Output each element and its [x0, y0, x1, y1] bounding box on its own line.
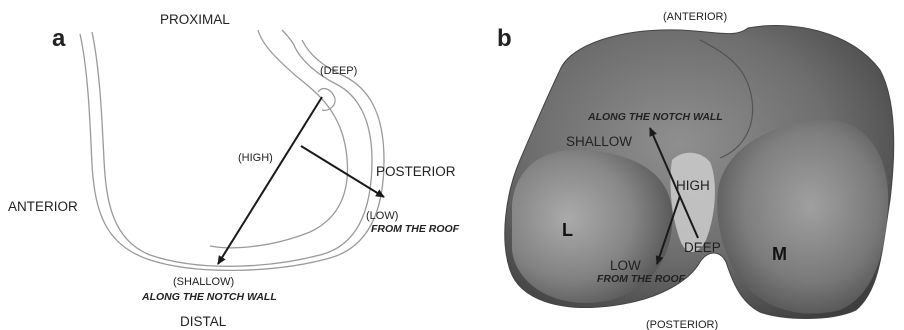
- panel-a: a PROXIMAL DISTAL ANTERIOR POSTERIOR (DE…: [8, 12, 460, 329]
- arrow-along-notch-wall: [218, 97, 322, 264]
- label-high: (HIGH): [238, 152, 273, 164]
- label-anterior-b: (ANTERIOR): [663, 11, 727, 23]
- label-lateral-condyle: L: [562, 220, 573, 240]
- label-proximal: PROXIMAL: [160, 12, 230, 27]
- panel-b-letter: b: [497, 25, 512, 52]
- label-along-notch-wall: ALONG THE NOTCH WALL: [141, 291, 277, 303]
- label-along-notch-wall-b: ALONG THE NOTCH WALL: [587, 111, 723, 123]
- label-low-b: LOW: [610, 258, 641, 273]
- label-posterior: POSTERIOR: [376, 164, 456, 179]
- label-from-roof: FROM THE ROOF: [371, 223, 460, 235]
- label-high-b: HIGH: [676, 178, 710, 193]
- label-medial-condyle: M: [772, 244, 787, 264]
- label-distal: DISTAL: [180, 314, 227, 329]
- label-posterior-b: (POSTERIOR): [646, 319, 718, 330]
- label-low: (LOW): [366, 210, 398, 222]
- panel-b: b (ANTERIOR) (POSTERIOR) ALONG THE NOTCH…: [497, 11, 894, 330]
- panel-a-letter: a: [52, 25, 66, 52]
- label-anterior: ANTERIOR: [8, 199, 78, 214]
- label-deep-b: DEEP: [684, 240, 721, 255]
- label-shallow-b: SHALLOW: [566, 134, 632, 149]
- label-deep: (DEEP): [320, 65, 357, 77]
- notch-roof-curve: [210, 30, 348, 248]
- label-shallow: (SHALLOW): [173, 276, 234, 288]
- label-from-roof-b: FROM THE ROOF: [597, 273, 686, 285]
